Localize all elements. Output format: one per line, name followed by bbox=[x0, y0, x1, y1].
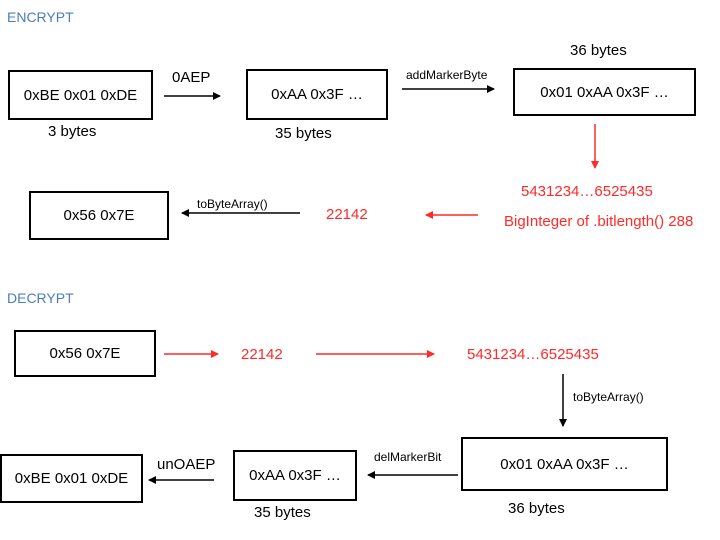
encrypt-step-oaep: 0AEP bbox=[172, 69, 211, 86]
encrypt-step-add-marker: addMarkerByte bbox=[406, 68, 488, 82]
decrypt-bigint-value: 5431234…6525435 bbox=[467, 346, 599, 363]
decrypt-step-del-marker: delMarkerBit bbox=[374, 450, 442, 464]
encrypt-heading: ENCRYPT bbox=[7, 9, 74, 25]
decrypt-padded-size: 35 bytes bbox=[254, 504, 311, 521]
decrypt-encrypted-value: 22142 bbox=[241, 346, 283, 363]
decrypt-output-box: 0xBE 0x01 0xDE bbox=[0, 454, 143, 503]
encrypt-bigint-value: 5431234…6525435 bbox=[521, 183, 653, 200]
decrypt-heading: DECRYPT bbox=[7, 290, 74, 306]
decrypt-step-to-bytes: toByteArray() bbox=[573, 390, 644, 404]
encrypt-marked-size: 36 bytes bbox=[570, 42, 627, 59]
decrypt-marked-size: 36 bytes bbox=[508, 500, 565, 517]
encrypt-input-box: 0xBE 0x01 0xDE bbox=[8, 70, 153, 120]
decrypt-marked-box: 0x01 0xAA 0x3F … bbox=[461, 437, 668, 491]
encrypt-step-to-bytes: toByteArray() bbox=[197, 197, 268, 211]
encrypt-padded-box: 0xAA 0x3F … bbox=[246, 69, 388, 120]
encrypt-output-box: 0x56 0x7E bbox=[29, 191, 169, 240]
decrypt-padded-box: 0xAA 0x3F … bbox=[233, 450, 357, 501]
encrypt-marked-box: 0x01 0xAA 0x3F … bbox=[513, 68, 696, 116]
decrypt-input-box: 0x56 0x7E bbox=[14, 330, 156, 377]
encrypt-padded-size: 35 bytes bbox=[275, 125, 332, 142]
decrypt-step-unoaep: unOAEP bbox=[157, 456, 216, 473]
encrypt-bigint-note: BigInteger of .bitlength() 288 bbox=[504, 213, 694, 230]
encrypt-encrypted-value: 22142 bbox=[326, 206, 368, 223]
encrypt-input-size: 3 bytes bbox=[48, 123, 97, 140]
